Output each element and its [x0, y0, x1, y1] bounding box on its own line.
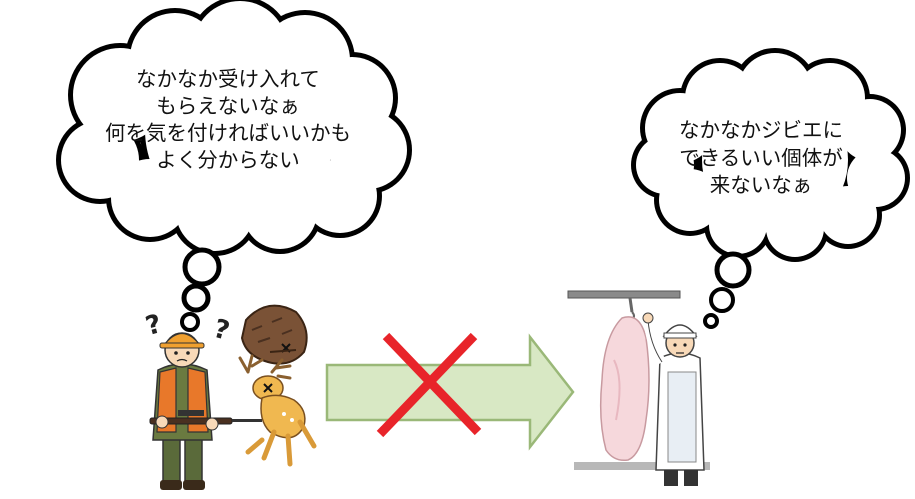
- right-bubble-text: なかなかジビエに できるいい個体が 来ないなぁ: [650, 117, 872, 200]
- boar-illustration: [240, 304, 308, 365]
- left-bubble-line: 何を気を付ければいいかも: [105, 121, 351, 146]
- question-mark-icon: ?: [143, 309, 165, 342]
- deer-illustration: [238, 354, 317, 467]
- left-bubble-line: よく分からない: [156, 148, 300, 173]
- right-bubble-line: できるいい個体が: [679, 145, 843, 170]
- processing-scene-illustration: [567, 290, 710, 486]
- arrow-icon: [325, 333, 575, 451]
- question-mark-icon: ?: [210, 314, 232, 347]
- thought-dot-large: [714, 251, 752, 289]
- thought-dot-medium: [709, 287, 735, 313]
- right-bubble-line: なかなかジビエに: [679, 118, 843, 142]
- thought-dot-large: [182, 247, 222, 287]
- cross-mark-icon: [376, 332, 482, 438]
- left-bubble-line: もらえないなぁ: [156, 94, 300, 119]
- right-thought-cloud: [631, 48, 910, 329]
- left-bubble-text: なかなか受け入れて もらえないなぁ 何を気を付ければいいかも よく分からない: [70, 66, 386, 174]
- left-thought-cloud: [56, 0, 412, 332]
- thought-dot-small: [180, 312, 200, 332]
- thought-dot-medium: [181, 283, 211, 313]
- right-bubble-line: 来ないなぁ: [709, 173, 813, 198]
- hunter-illustration: ? ?: [143, 309, 262, 490]
- left-bubble-line: なかなか受け入れて: [136, 67, 320, 91]
- thought-dot-small: [703, 313, 719, 329]
